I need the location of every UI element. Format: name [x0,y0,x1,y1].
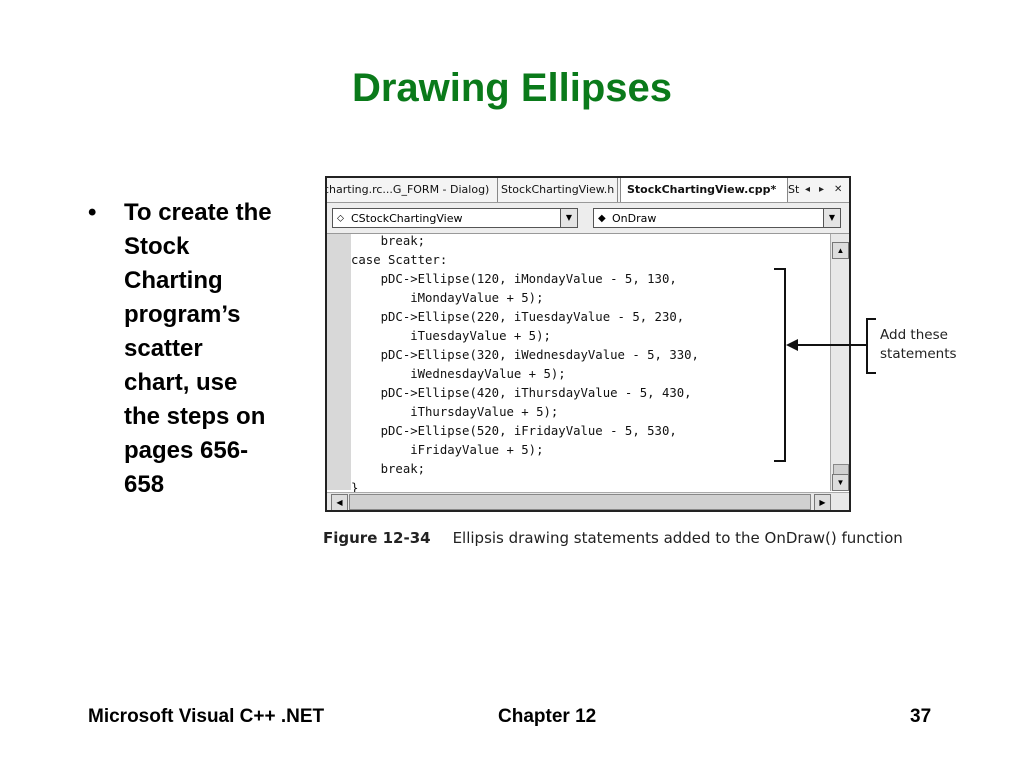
code-line: pDC->Ellipse(520, iFridayValue - 5, 530, [351,424,677,438]
editor-gutter [327,234,351,490]
tab-cpp-file[interactable]: StockChartingView.cpp* [620,178,788,202]
tab-resource-dialog[interactable]: charting.rc...G_FORM - Dialog) [327,178,498,202]
scroll-right-icon[interactable]: ▶ [814,494,831,510]
tab-label: charting.rc...G_FORM - Dialog) [327,183,490,196]
class-dropdown-value: CStockChartingView [351,212,463,225]
figure-caption: Figure 12-34 Ellipsis drawing statements … [323,529,903,547]
vertical-scrollbar[interactable]: ▲ ▼ [830,234,849,491]
member-dropdown[interactable]: ◆ OnDraw ▼ [593,208,841,228]
class-icon: ⬦ [337,213,344,224]
chevron-down-icon[interactable]: ▼ [560,209,577,227]
code-line: break; [351,234,426,248]
code-line: pDC->Ellipse(220, iTuesdayValue - 5, 230… [351,310,685,324]
editor-tab-bar: charting.rc...G_FORM - Dialog) StockChar… [327,178,849,203]
page-number: 37 [910,706,932,727]
callout-line: Add these [880,327,948,343]
scroll-right-icon[interactable]: ▸ [819,184,825,195]
code-line: iWednesdayValue + 5); [351,367,566,381]
callout-arrow-icon [786,339,868,351]
tab-overflow[interactable]: St [788,178,802,202]
callout-label: Add these statements [880,326,957,364]
member-dropdown-value: OnDraw [612,212,657,225]
figure-number: Figure 12-34 [323,529,431,547]
class-dropdown[interactable]: ⬦ CStockChartingView ▼ [332,208,578,228]
code-line: break; [351,462,426,476]
code-line: iTuesdayValue + 5); [351,329,551,343]
bullet-icon: • [88,199,97,226]
scroll-left-icon[interactable]: ◂ [805,184,811,195]
scroll-down-icon[interactable]: ▼ [832,474,849,491]
slide-title: Drawing Ellipses [351,66,673,110]
footer-center: Chapter 12 [498,706,597,727]
scroll-left-icon[interactable]: ◀ [331,494,348,510]
code-line: } [351,481,359,495]
tab-label: StockChartingView.cpp* [627,183,777,196]
tab-label: StockChartingView.h [501,183,615,196]
code-editor-window: charting.rc...G_FORM - Dialog) StockChar… [325,176,851,512]
scroll-up-icon[interactable]: ▲ [832,242,849,259]
callout-bracket [866,318,876,374]
horizontal-scrollbar[interactable]: ◀ ▶ [327,492,849,510]
code-line: case Scatter: [351,253,448,267]
navigation-bar: ⬦ CStockChartingView ▼ ◆ OnDraw ▼ [327,203,849,234]
footer-left: Microsoft Visual C++ .NET [88,706,325,727]
figure-caption-text: Ellipsis drawing statements added to the… [452,529,903,547]
bullet-item: • To create the Stock Charting program’s… [88,196,278,502]
code-line: iMondayValue + 5); [351,291,544,305]
statements-bracket [774,268,786,462]
code-area[interactable]: break; case Scatter: pDC->Ellipse(120, i… [351,234,829,495]
code-line: pDC->Ellipse(420, iThursdayValue - 5, 43… [351,386,692,400]
tab-label: St [788,183,800,196]
callout-line: statements [880,346,957,362]
code-line: pDC->Ellipse(120, iMondayValue - 5, 130, [351,272,677,286]
scrollbar-thumb[interactable] [349,494,811,510]
code-line: iThursdayValue + 5); [351,405,559,419]
close-icon[interactable]: ✕ [834,184,843,195]
method-icon: ◆ [598,213,606,224]
code-line: pDC->Ellipse(320, iWednesdayValue - 5, 3… [351,348,699,362]
code-line: iFridayValue + 5); [351,443,544,457]
tab-header-file[interactable]: StockChartingView.h [501,178,618,202]
bullet-text: To create the Stock Charting program’s s… [124,199,272,498]
chevron-down-icon[interactable]: ▼ [823,209,840,227]
